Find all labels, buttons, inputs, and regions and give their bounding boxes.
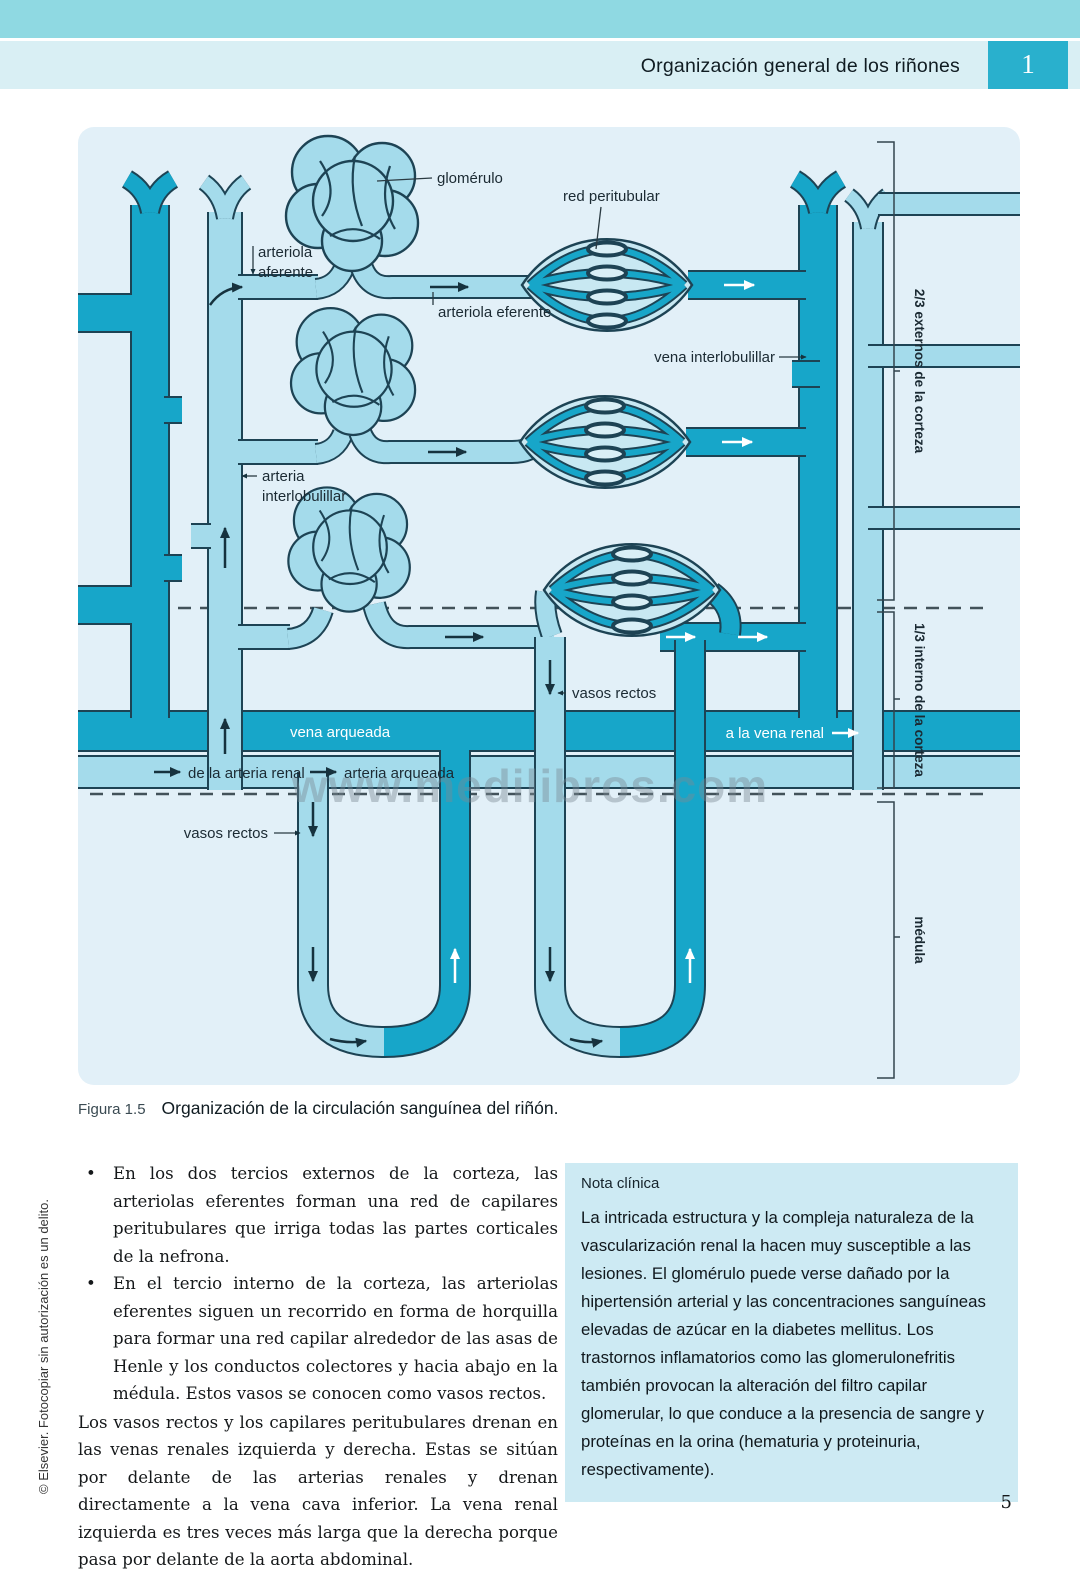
watermark: www.medilibros.com <box>291 760 768 812</box>
bullet-glyph: • <box>86 1164 96 1183</box>
figure-caption-text: Organización de la circulación sanguínea… <box>161 1098 559 1118</box>
body-paragraph: Los vasos rectos y los capilares peritub… <box>78 1412 558 1570</box>
copyright-sidebar: © Elsevier. Fotocopiar sin autorización … <box>36 1198 51 1494</box>
flow-arrows <box>154 280 860 1048</box>
label-vena-interlobulillar: vena interlobulillar <box>654 349 775 366</box>
header-title-band <box>0 41 1080 89</box>
label-medula: médula <box>912 916 927 964</box>
page-title: Organización general de los riñones <box>640 55 960 77</box>
bullet-item: • En el tercio interno de la corteza, la… <box>78 1270 558 1408</box>
label-de-la-arteria-renal: de la arteria renal <box>188 765 305 782</box>
clinical-note-box: Nota clínica La intricada estructura y l… <box>565 1163 1018 1502</box>
label-arteriola-aferente-2: aferente <box>258 264 313 281</box>
chapter-number-badge: 1 <box>988 41 1068 89</box>
label-arteria-arqueada: arteria arqueada <box>344 765 455 782</box>
label-vena-arqueada: vena arqueada <box>290 724 391 741</box>
figure-kidney-circulation: glomérulo red peritubular arteriola afer… <box>78 127 1020 1085</box>
label-arteria-interlobulillar-2: interlobulillar <box>262 488 346 505</box>
bullet-text-2: En el tercio interno de la corteza, las … <box>113 1274 558 1403</box>
region-brackets <box>877 141 900 1079</box>
header-top-band <box>0 0 1080 38</box>
bullet-item: • En los dos tercios externos de la cort… <box>78 1160 558 1270</box>
label-red-peritubular: red peritubular <box>563 188 660 205</box>
label-vasos-rectos-upper: vasos rectos <box>572 685 656 702</box>
label-leader-lines <box>241 177 807 836</box>
body-text-column: • En los dos tercios externos de la cort… <box>78 1160 558 1574</box>
label-a-la-vena-renal: a la vena renal <box>726 725 824 742</box>
label-arteriola-eferente: arteriola eferente <box>438 304 551 321</box>
clinical-note-title: Nota clínica <box>581 1175 660 1192</box>
figure-caption-label: Figura 1.5 <box>78 1101 146 1118</box>
label-glomerulo: glomérulo <box>437 170 503 187</box>
label-inner-cortex: 1/3 interno de la corteza <box>912 623 927 777</box>
bullet-glyph: • <box>86 1274 96 1293</box>
label-arteria-interlobulillar-1: arteria <box>262 468 305 485</box>
figure-labels: glomérulo red peritubular arteriola afer… <box>184 170 927 964</box>
label-outer-cortex: 2/3 externos de la corteza <box>912 289 927 454</box>
bullet-text-1: En los dos tercios externos de la cortez… <box>113 1164 558 1266</box>
page-number: 5 <box>1000 1492 1012 1513</box>
label-vasos-rectos-lower: vasos rectos <box>184 825 268 842</box>
clinical-note-text: La intricada estructura y la compleja na… <box>581 1208 986 1479</box>
capillary-openings <box>584 240 653 635</box>
label-arteriola-aferente-1: arteriola <box>258 244 313 261</box>
glomeruli <box>284 134 420 613</box>
figure-caption: Figura 1.5 Organización de la circulación… <box>78 1098 998 1119</box>
